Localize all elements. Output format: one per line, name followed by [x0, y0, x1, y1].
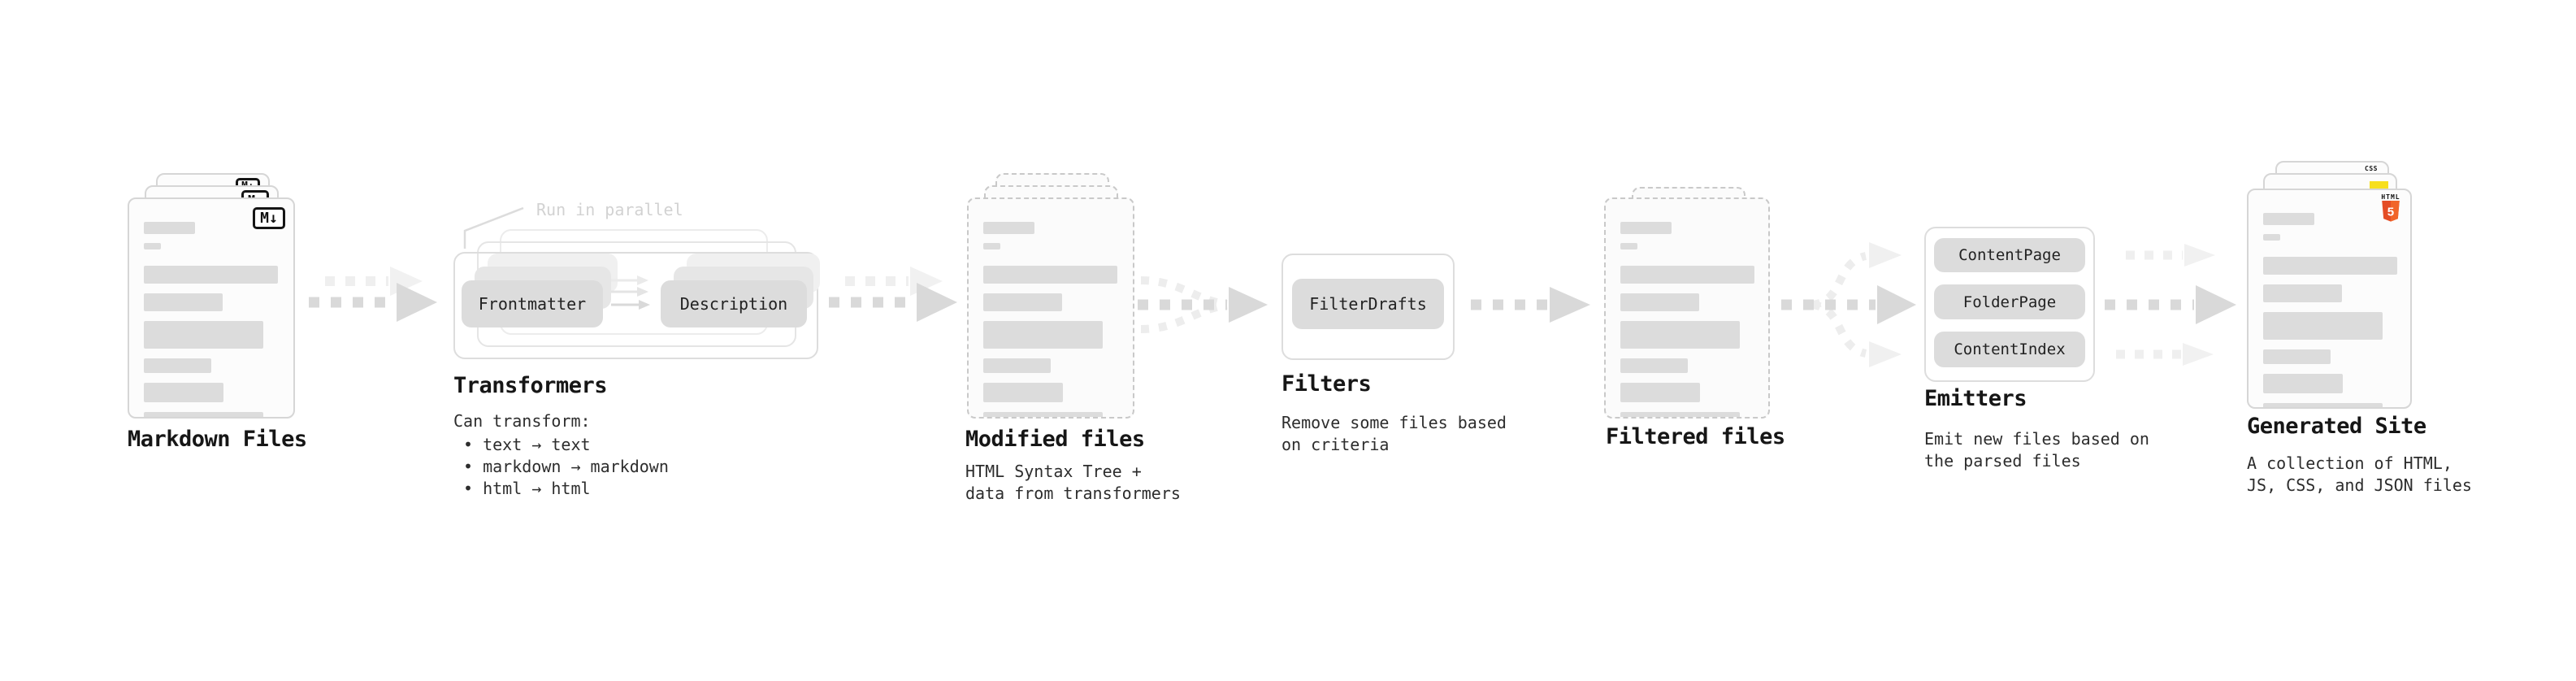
placeholder-text-bar: [2263, 312, 2383, 340]
generated-site-stack: CSS HTML 5: [2247, 161, 2418, 410]
placeholder-text-bar: [983, 321, 1103, 349]
placeholder-text-bar: [983, 243, 1000, 249]
placeholder-text-bar: [1620, 383, 1700, 402]
placeholder-text-bar: [983, 412, 1103, 417]
emitters-desc-line1: Emit new files based on: [1924, 429, 2149, 449]
arrow-filtered-to-emitters: [1781, 242, 1916, 367]
transformers-bullet: • text → text: [463, 435, 591, 454]
placeholder-text-bar: [983, 222, 1034, 234]
placeholder-text-bar: [2263, 213, 2314, 225]
document-placeholder-lines: [969, 222, 1133, 417]
filterdrafts-pill: FilterDrafts: [1292, 279, 1444, 329]
placeholder-text-bar: [1620, 293, 1699, 311]
contentpage-pill: ContentPage: [1934, 238, 2085, 272]
emitters-desc-line2: the parsed files: [1924, 451, 2081, 471]
html5-icon-label: HTML: [2381, 193, 2400, 201]
parallel-leader-line: [463, 206, 524, 249]
markdown-file-card-front: M↓: [128, 197, 295, 419]
placeholder-text-bar: [144, 358, 211, 373]
html-file-card: HTML 5: [2247, 189, 2412, 409]
placeholder-text-bar: [2263, 403, 2383, 407]
placeholder-text-bar: [1620, 222, 1672, 234]
js-badge: [2370, 181, 2388, 189]
contentindex-pill: ContentIndex: [1934, 332, 2085, 367]
placeholder-text-bar: [144, 412, 263, 417]
markdown-icon: M↓: [253, 207, 285, 229]
placeholder-text-bar: [983, 266, 1117, 284]
frontmatter-pill: Frontmatter: [462, 280, 603, 327]
transformers-bullet: • markdown → markdown: [463, 457, 669, 476]
modified-files-title: Modified files: [965, 427, 1145, 452]
placeholder-text-bar: [144, 321, 263, 349]
generated-site-desc-line2: JS, CSS, and JSON files: [2247, 475, 2472, 495]
placeholder-text-bar: [1620, 243, 1637, 249]
folderpage-pill: FolderPage: [1934, 284, 2085, 319]
run-in-parallel-label: Run in parallel: [536, 200, 683, 219]
placeholder-text-bar: [144, 383, 223, 402]
arrow-modified-to-filters: [1138, 276, 1268, 333]
filtered-files-stack: [1604, 187, 1775, 423]
placeholder-text-bar: [983, 293, 1062, 311]
markdown-files-stack: M↓ M↓ M↓: [128, 171, 300, 419]
placeholder-text-bar: [144, 293, 223, 311]
transformers-desc: Can transform:: [453, 411, 591, 431]
arrow-transformers-to-modified: [829, 267, 957, 322]
transformer-container-front: [453, 252, 818, 359]
placeholder-text-bar: [1620, 412, 1740, 417]
transform-mini-arrows: [611, 275, 650, 310]
placeholder-text-bar: [1620, 266, 1754, 284]
generated-site-desc-line1: A collection of HTML,: [2247, 453, 2452, 473]
modified-files-desc-line1: HTML Syntax Tree +: [965, 462, 1142, 481]
document-placeholder-lines: [1606, 222, 1768, 417]
placeholder-text-bar: [1620, 321, 1740, 349]
placeholder-text-bar: [2263, 257, 2397, 275]
placeholder-text-bar: [983, 383, 1063, 402]
placeholder-text-bar: [983, 358, 1051, 373]
description-pill: Description: [661, 280, 807, 327]
placeholder-text-bar: [2263, 284, 2342, 302]
modified-files-stack: [967, 171, 1139, 419]
placeholder-text-bar: [2263, 349, 2331, 364]
placeholder-text-bar: [2263, 374, 2343, 393]
svg-text:5: 5: [2387, 205, 2394, 219]
modified-files-desc-line2: data from transformers: [965, 484, 1181, 503]
arrow-markdown-to-transformers: [309, 267, 437, 322]
arrow-emitters-to-generated: [2105, 244, 2236, 366]
arrow-filters-to-filtered: [1471, 287, 1590, 323]
transformers-title: Transformers: [453, 373, 608, 398]
filtered-files-title: Filtered files: [1606, 424, 1785, 449]
document-placeholder-lines: [2249, 213, 2410, 407]
filters-desc-line2: on criteria: [1281, 435, 1390, 454]
css-badge-label: CSS: [2365, 165, 2378, 172]
markdown-files-title: Markdown Files: [128, 427, 307, 452]
html5-shield: 5: [2382, 201, 2400, 222]
document-placeholder-lines: [129, 222, 293, 417]
placeholder-text-bar: [2263, 234, 2280, 241]
filtered-file-card-front: [1604, 197, 1770, 419]
placeholder-text-bar: [144, 266, 278, 284]
placeholder-text-bar: [144, 243, 161, 249]
placeholder-text-bar: [1620, 358, 1688, 373]
modified-file-card-front: [967, 197, 1134, 419]
placeholder-text-bar: [144, 222, 195, 234]
filters-desc-line1: Remove some files based: [1281, 413, 1507, 432]
transformers-bullet: • html → html: [463, 479, 591, 498]
filters-title: Filters: [1281, 371, 1372, 397]
emitters-title: Emitters: [1924, 386, 2027, 411]
generated-site-title: Generated Site: [2247, 414, 2426, 439]
html5-icon: HTML 5: [2381, 193, 2400, 223]
